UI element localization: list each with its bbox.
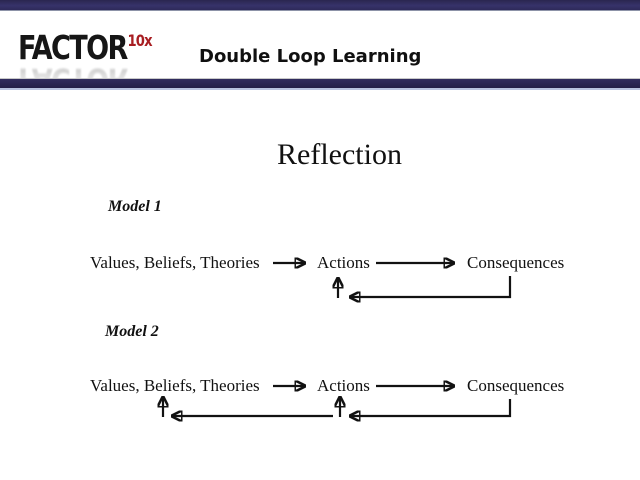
model-2-node-consequences: Consequences [467,376,565,395]
page-title: Double Loop Learning [199,46,422,67]
model-1-node-consequences: Consequences [467,253,565,272]
model-1-node-actions: Actions [317,253,370,272]
slide-content: Reflection Model 1 Values, Beliefs, Theo… [0,90,640,480]
logo-text: FACTOR10x [18,24,153,67]
top-bar [0,0,640,11]
header: FACTOR10x FACTOR10x Double Loop Learning [0,11,640,100]
factor10x-logo: FACTOR10x FACTOR10x [18,24,153,104]
model-1-node-values-beliefs-theories: Values, Beliefs, Theories [90,253,260,272]
model-1-label: Model 1 [108,198,162,215]
content-title: Reflection [277,138,402,171]
logo-superscript: 10x [127,31,152,50]
model-2-node-values-beliefs-theories: Values, Beliefs, Theories [90,376,260,395]
model-2-label: Model 2 [105,323,159,340]
logo-word: FACTOR [18,28,128,67]
model-2-node-actions: Actions [317,376,370,395]
divider-bar [0,78,640,90]
